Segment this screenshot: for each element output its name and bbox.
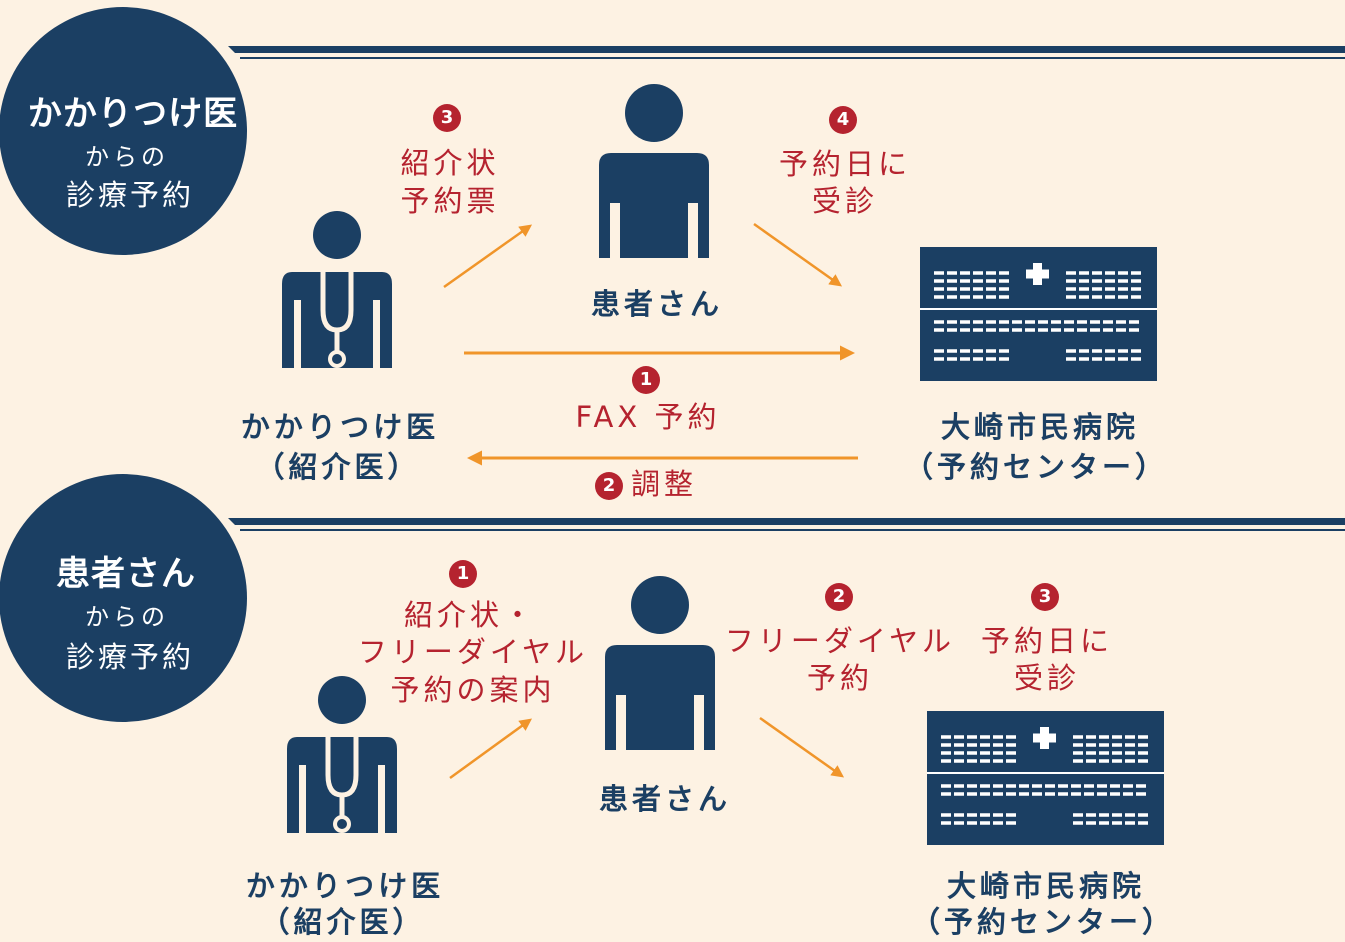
hospital-icon <box>918 245 1159 383</box>
step-number: 4 <box>829 106 857 134</box>
hospital-label-sub: （予約センター） <box>903 450 1169 484</box>
step-text: 予約日に <box>980 624 1114 658</box>
step-text: 受診 <box>811 184 879 218</box>
step-text: 予約日に <box>778 147 912 181</box>
doctor-label-sub: （紹介医） <box>260 905 426 939</box>
doctor-icon <box>282 211 392 368</box>
step-number: 3 <box>433 104 461 132</box>
hospital-label: 大崎市民病院 <box>946 869 1146 903</box>
step-text: 予約票 <box>400 184 500 218</box>
doctor-label: かかりつけ医 <box>240 410 440 444</box>
section-1-badge <box>0 7 247 255</box>
arrow-icon <box>753 222 843 287</box>
step-number: 3 <box>1031 583 1059 611</box>
step-text: 紹介状・ <box>403 598 537 632</box>
section-subtitle: からの <box>85 143 169 171</box>
section-2-rule <box>228 518 1345 531</box>
hospital-label-sub: （予約センター） <box>910 905 1176 939</box>
step-text: 予約の案内 <box>390 673 556 707</box>
hospital-icon <box>925 709 1166 847</box>
step-number: 2 <box>594 472 623 500</box>
doctor-label-sub: （紹介医） <box>255 450 421 484</box>
section-title: かかりつけ医 <box>27 94 239 134</box>
patient-label: 患者さん <box>590 287 724 321</box>
doctor-icon <box>287 676 397 833</box>
doctor-label: かかりつけ医 <box>245 869 445 903</box>
arrow-icon <box>759 716 845 778</box>
section-title: 患者さん <box>56 554 196 594</box>
step-number: 1 <box>632 366 660 394</box>
step-text: FAX 予約 <box>575 400 721 434</box>
section-subtitle-2: 診療予約 <box>65 178 195 212</box>
step-text: 受診 <box>1013 661 1081 695</box>
step-number: 1 <box>449 560 477 588</box>
hospital-label: 大崎市民病院 <box>940 410 1140 444</box>
section-2-badge <box>0 474 247 722</box>
section-1-rule <box>228 46 1345 59</box>
step-number: 2 <box>825 583 853 611</box>
step-text: 調整 <box>630 467 698 501</box>
patient-icon <box>599 84 709 258</box>
patient-label: 患者さん <box>598 782 732 816</box>
arrow-icon <box>443 224 533 289</box>
arrow-icon <box>449 718 533 780</box>
step-text: フリーダイヤル <box>357 635 589 669</box>
section-subtitle: からの <box>85 603 169 631</box>
step-text: 紹介状 <box>400 146 500 180</box>
step-text: 予約 <box>806 661 874 695</box>
patient-icon <box>605 576 715 750</box>
section-subtitle-2: 診療予約 <box>65 640 195 674</box>
step-text: フリーダイヤル <box>724 624 956 658</box>
